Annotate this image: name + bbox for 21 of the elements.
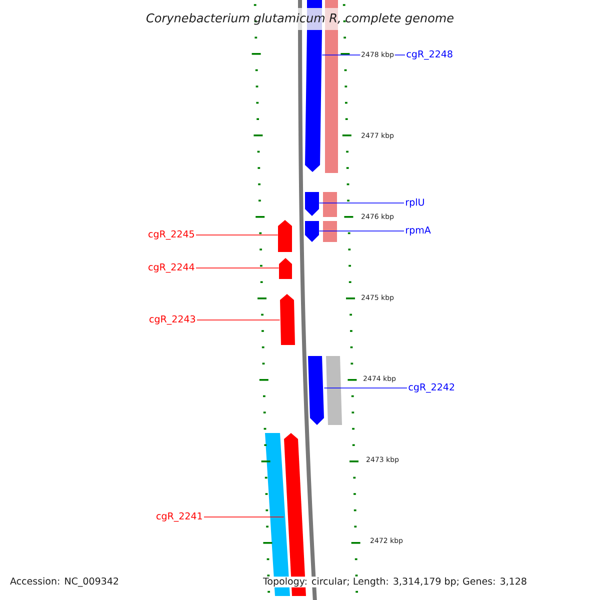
gene-block (305, 192, 319, 216)
footer-text: Topology: circular; Length: 3,314,179 bp; Genes: 3,128 (262, 576, 528, 588)
leader-line (318, 202, 404, 204)
gene-block (279, 258, 292, 279)
gene-label: cgR_2242 (408, 383, 454, 393)
gene-block (278, 220, 292, 252)
gene-label: rpmA (406, 226, 431, 236)
gene-label: rplU (406, 198, 424, 208)
title: Corynebacterium glutamicum R, complete genome (146, 13, 454, 25)
gene-block (308, 356, 324, 425)
gene-label: cgR_2243 (150, 315, 196, 325)
gene-label: cgR_2248 (406, 50, 452, 60)
leader-line (318, 230, 404, 232)
gene-label: cgR_2244 (148, 263, 194, 273)
leader-line (204, 516, 284, 518)
leader-line (196, 234, 278, 236)
footer-text: Accession: NC_009342 (9, 576, 120, 588)
gene-block (305, 221, 319, 242)
gene-label: cgR_2241 (156, 512, 202, 522)
gene-block (280, 294, 295, 345)
gene-label: cgR_2245 (148, 230, 194, 240)
